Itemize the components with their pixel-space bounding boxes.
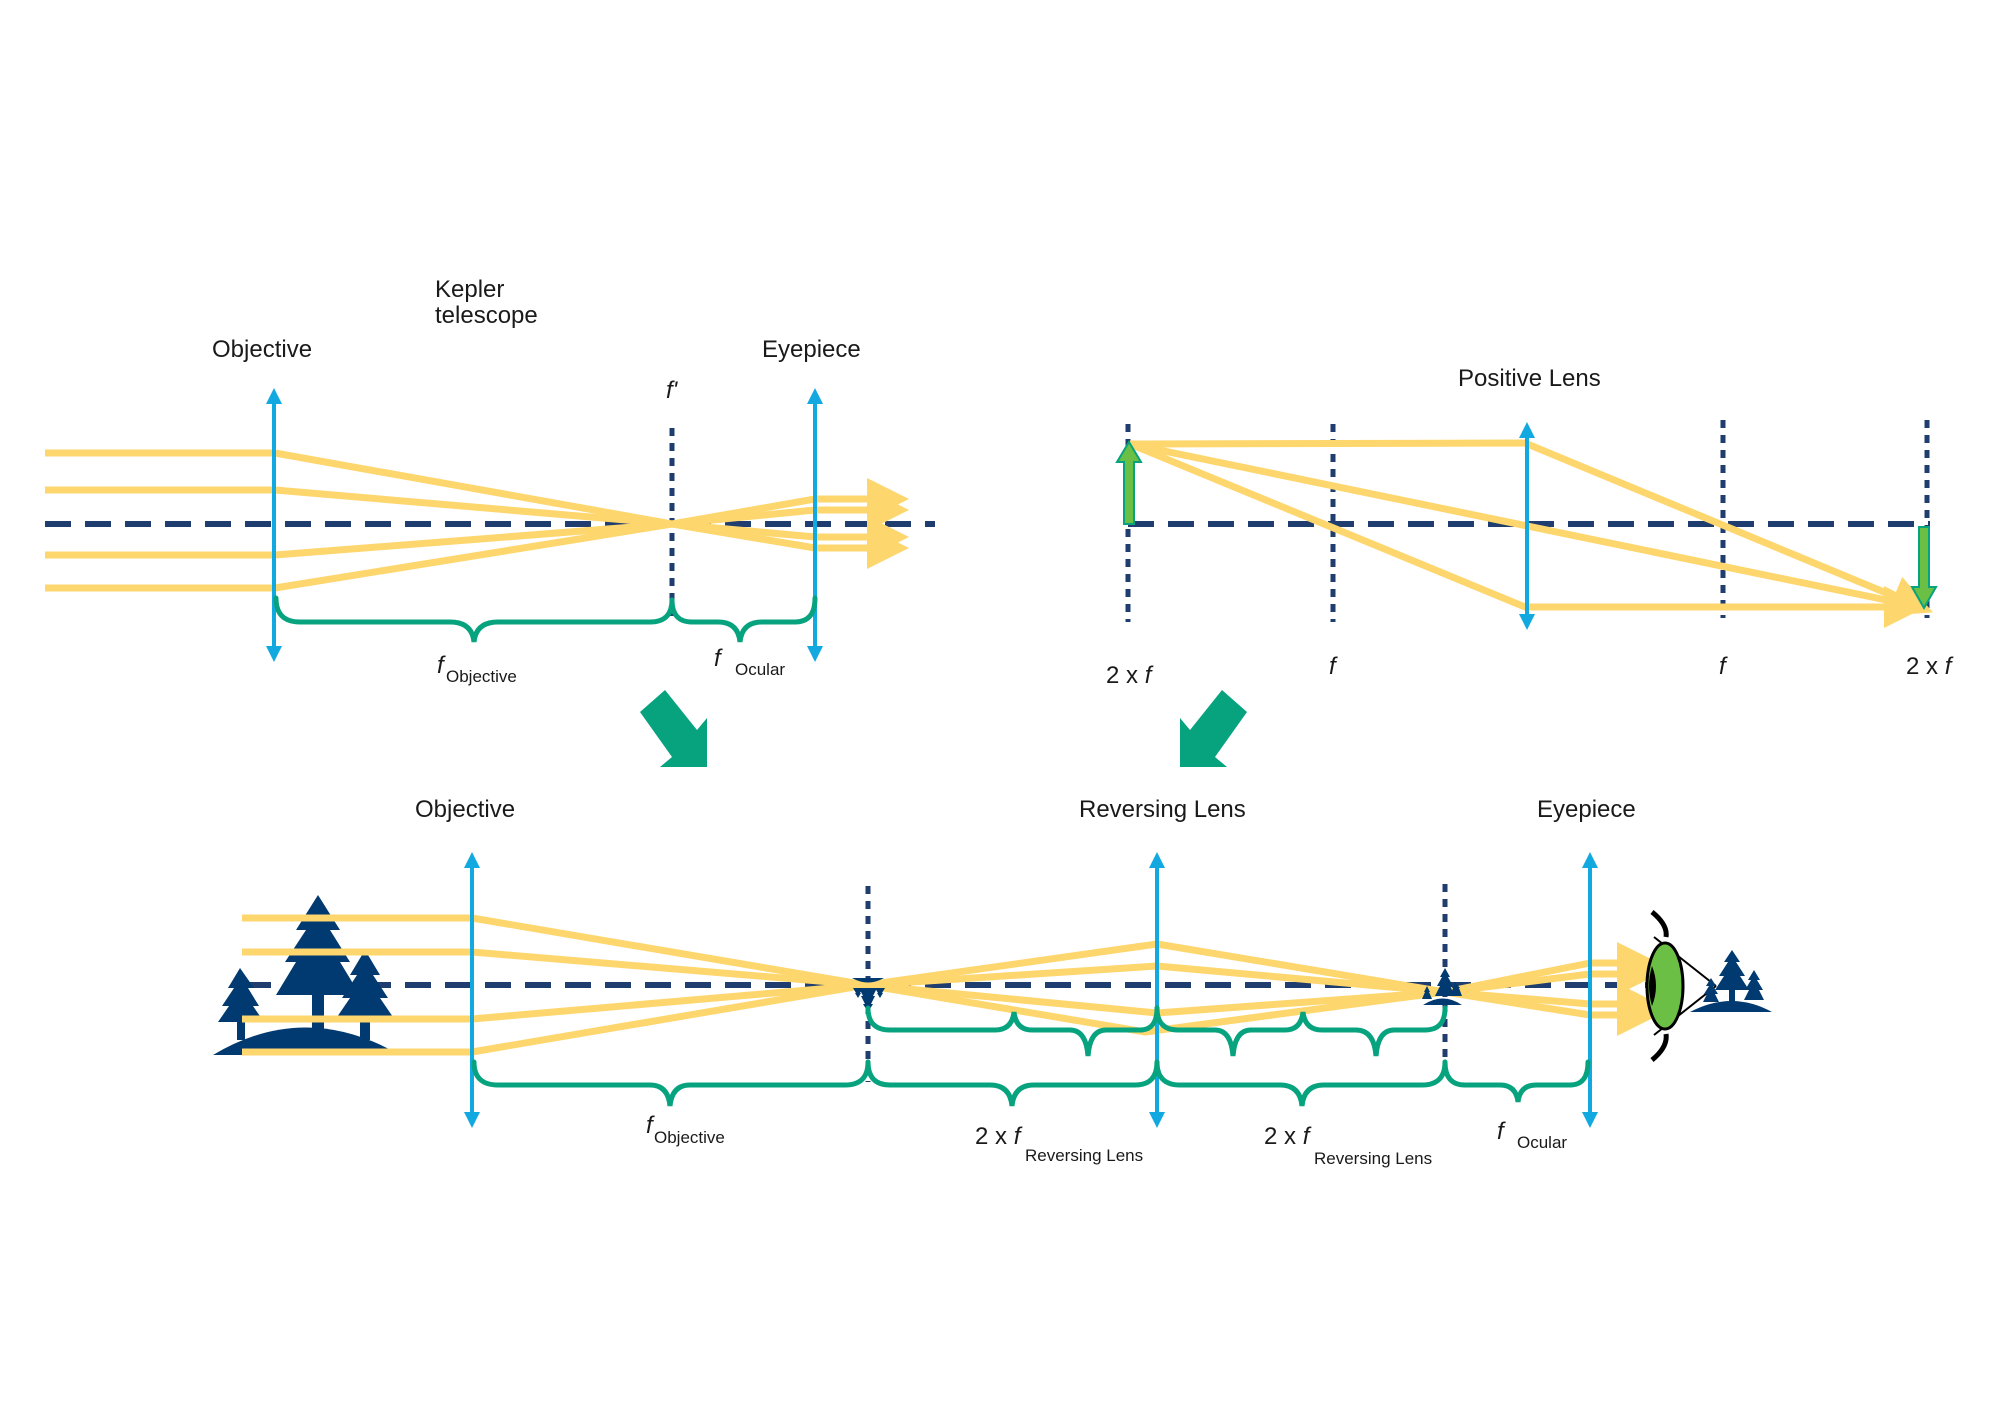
brace-f-objective-bottom (471, 1059, 871, 1107)
eye-icon (1645, 910, 1717, 1062)
kepler-eyepiece-label: Eyepiece (762, 336, 861, 363)
bottom-f-objective-sub: Objective (654, 1128, 725, 1147)
brace-f-objective (273, 595, 675, 643)
arrow-down-left-icon (1180, 690, 1247, 767)
positive-lens-diagram: Positive Lens 2 x f f f 2 x f (1106, 365, 1954, 689)
brace-2f-reversing-2 (1154, 1059, 1448, 1107)
kepler-f-objective-sub: Objective (446, 667, 517, 686)
rev1-prefix: 2 x f (975, 1123, 1023, 1150)
mark-f-right: f (1719, 653, 1728, 680)
kepler-focal-label: f' (666, 377, 679, 404)
brace-reversing-1a (865, 1005, 1160, 1057)
kepler-f-ocular-sub: Ocular (735, 660, 785, 679)
bottom-eyepiece-lens (1582, 852, 1598, 1128)
bottom-objective-label: Objective (415, 796, 515, 823)
ray (45, 520, 909, 592)
ray (242, 981, 1659, 1056)
positive-lens-marks: 2 x f f f 2 x f (1106, 653, 1954, 689)
perceived-landscape-icon (1690, 950, 1772, 1012)
landscape-trees-icon (213, 895, 400, 1055)
positive-lens (1519, 422, 1535, 630)
mark-f-left: f (1329, 653, 1338, 680)
kepler-title-line2: telescope (435, 302, 538, 329)
brace-f-ocular-bottom (1442, 1059, 1591, 1103)
inverted-image-icon (852, 978, 885, 1012)
bottom-objective-lens (464, 852, 480, 1128)
kepler-f-objective-f: f (437, 652, 446, 679)
kepler-telescope: Kepler telescope Objective Eyepiece f' (45, 276, 935, 686)
kepler-rays (45, 449, 909, 592)
mark-2f-left: 2 x f (1106, 662, 1154, 689)
mark-2f-right: 2 x f (1906, 653, 1954, 680)
bottom-eyepiece-label: Eyepiece (1537, 796, 1636, 823)
image-arrow-icon (1910, 526, 1938, 611)
arrow-down-right-icon (640, 690, 707, 767)
terrestrial-telescope: Objective Reversing Lens Eyepiece (213, 796, 1772, 1168)
bottom-f-ocular-f: f (1497, 1118, 1506, 1145)
bottom-f-ocular-sub: Ocular (1517, 1133, 1567, 1152)
kepler-objective-label: Objective (212, 336, 312, 363)
rev2-prefix: 2 x f (1264, 1123, 1312, 1150)
brace-2f-reversing-1 (865, 1059, 1160, 1107)
bottom-reversing-label: Reversing Lens (1079, 796, 1246, 823)
kepler-objective-lens (266, 388, 282, 662)
rev1-sub: Reversing Lens (1025, 1146, 1143, 1165)
reversing-lens (1149, 852, 1165, 1128)
rev2-sub: Reversing Lens (1314, 1149, 1432, 1168)
positive-lens-title: Positive Lens (1458, 365, 1601, 392)
object-arrow-icon (1115, 440, 1143, 525)
kepler-title-line1: Kepler (435, 276, 504, 303)
brace-f-ocular (669, 595, 818, 643)
brace-reversing-1b (1154, 1005, 1448, 1057)
kepler-f-ocular-f: f (714, 645, 723, 672)
upright-image-icon (1422, 968, 1462, 1005)
bottom-f-objective-f: f (646, 1112, 655, 1139)
